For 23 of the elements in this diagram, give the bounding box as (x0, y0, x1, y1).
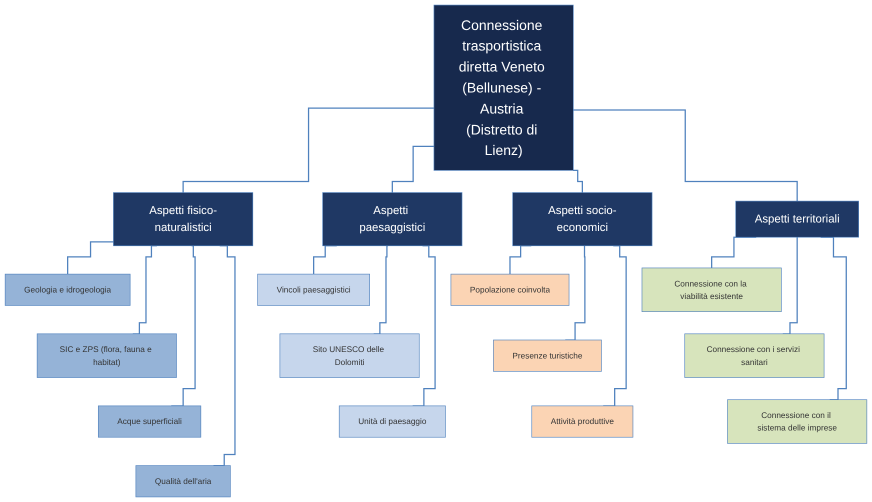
node-box: Sito UNESCO delle Dolomiti (280, 334, 420, 378)
node-box: Connessione trasportistica diretta Veneto (Bellunese) - Austria (Distretto di Lienz) (434, 4, 574, 171)
node-box: Connessione con il sistema delle imprese (727, 399, 868, 444)
connector (67, 241, 114, 275)
node-box: Attività produttive (531, 406, 634, 438)
connector (573, 170, 583, 194)
connector (392, 146, 434, 194)
node-box: SIC e ZPS (flora, fauna e habitat) (36, 334, 177, 378)
connector (573, 109, 798, 202)
node-box: Vincoli paesaggistici (257, 274, 370, 306)
node-box: Presenze turistiche (493, 340, 602, 372)
node-box: Popolazione coinvolta (450, 274, 570, 306)
node-box: Aspetti paesaggistici (322, 192, 462, 246)
node-box: Geologia e idrogeologia (4, 274, 130, 306)
node-box: Aspetti fisico-naturalistici (113, 192, 254, 246)
node-box: Aspetti territoriali (735, 200, 859, 238)
node-box: Unità di paesaggio (338, 406, 446, 438)
node-box: Acque superficiali (98, 406, 202, 438)
connector (182, 107, 434, 194)
node-box: Aspetti socio-economici (512, 192, 652, 246)
node-box: Connessione con i servizi sanitari (684, 334, 824, 378)
node-box: Qualità dell'aria (136, 465, 231, 498)
node-box: Connessione con la viabilità esistente (642, 268, 782, 312)
